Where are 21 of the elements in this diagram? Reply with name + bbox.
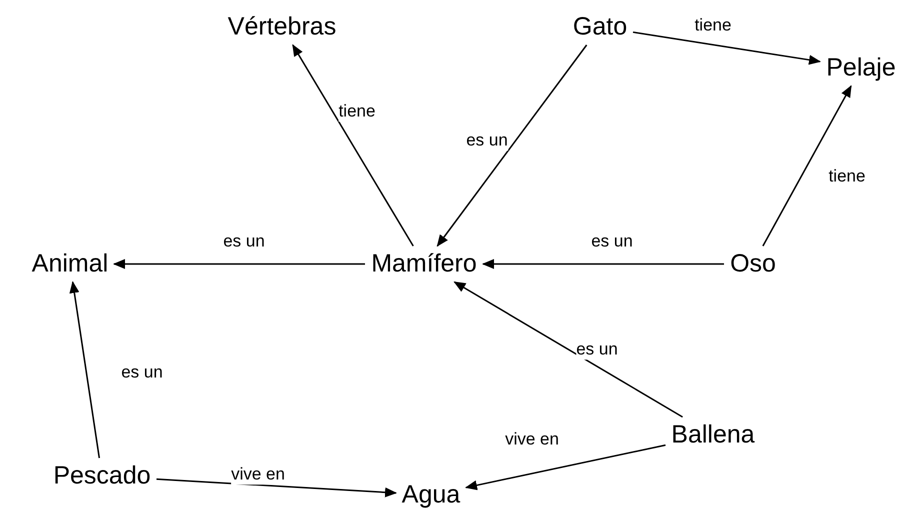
arrow [113,259,365,269]
edge-label: tiene [338,102,376,122]
concept-label: Vértebras [228,13,336,41]
concept-label: Animal [32,250,108,278]
arrow [436,44,588,247]
arrow [482,259,724,269]
arrow [465,444,666,490]
concept-label: Agua [402,481,460,509]
arrow [632,31,821,65]
arrow [156,478,397,498]
concept-label: Oso [730,250,776,278]
concept-label: Gato [572,13,628,41]
arrow [292,44,414,246]
arrow [69,281,100,458]
arrow [762,85,852,246]
concept-label: Pescado [53,462,151,490]
arrow [454,281,683,418]
concept-label: Mamífero [371,250,477,278]
concept-label: Pelaje [826,54,896,82]
concept-label: Ballena [671,421,755,449]
edge-label: vive en [231,466,285,484]
